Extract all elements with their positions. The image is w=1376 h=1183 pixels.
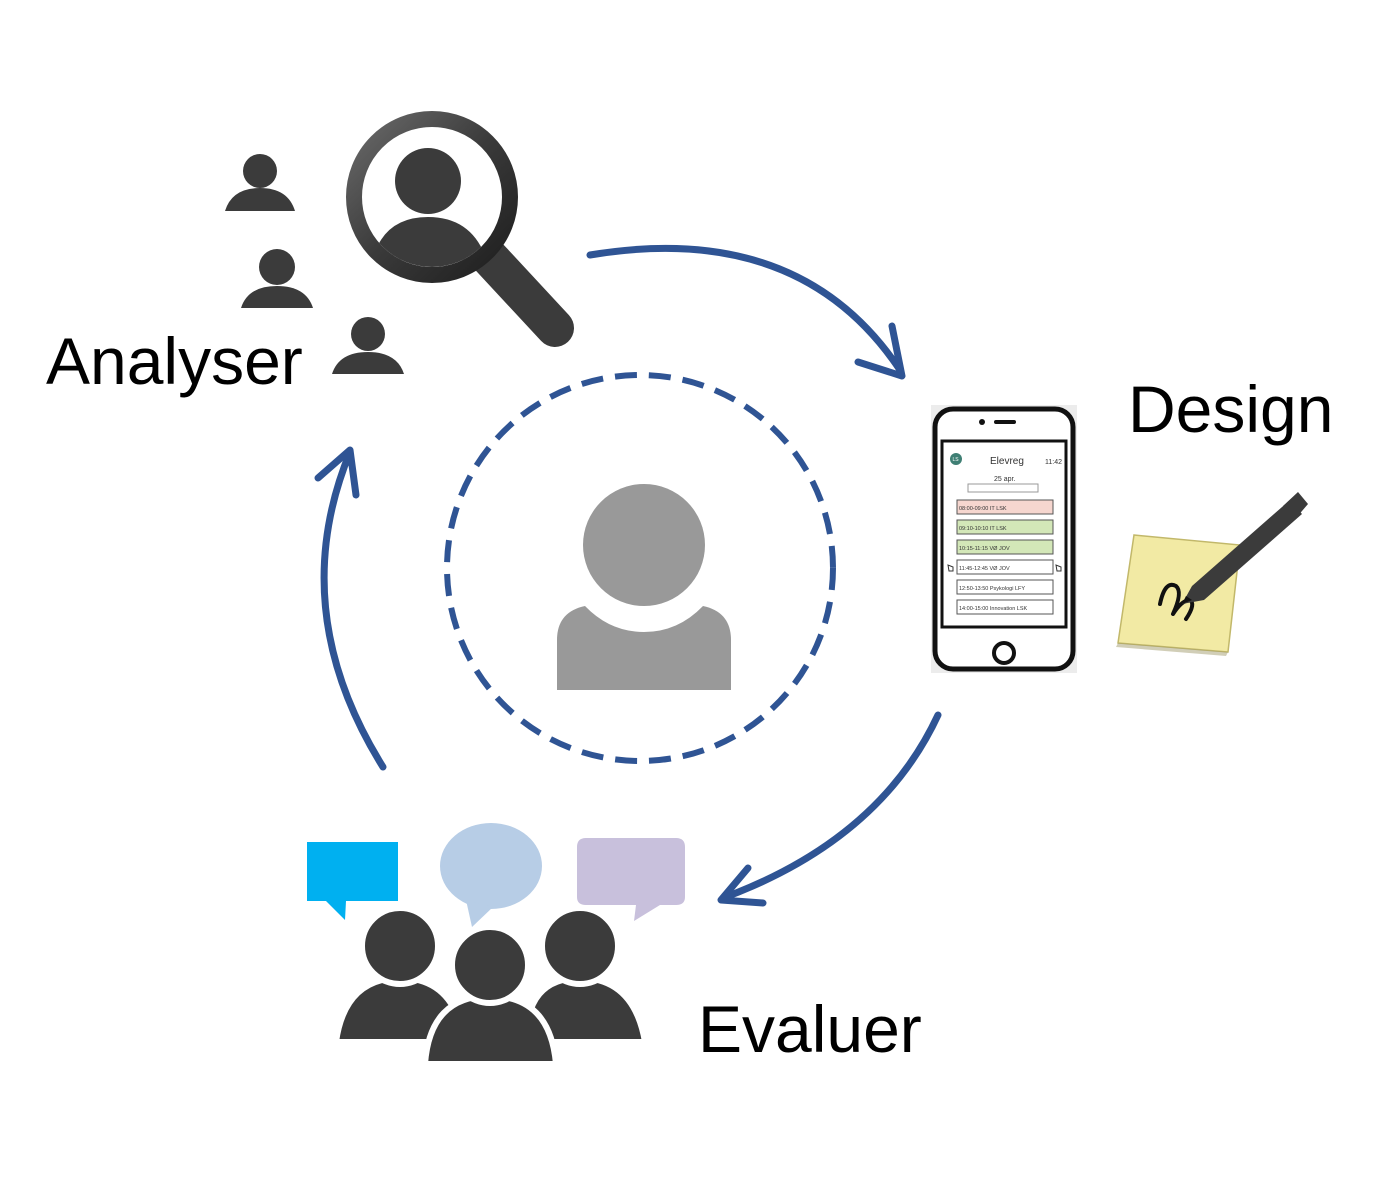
- hand-pointer-icon: [947, 564, 1062, 572]
- phone-date: 25 apr.: [994, 476, 1015, 483]
- central-user-group: [444, 372, 836, 764]
- arrow-evaluate-to-analyse: [314, 446, 387, 771]
- schedule-row: 09:10-10:10 IT LSK: [956, 519, 1054, 535]
- schedule-row-text: 11:45-12:45 VØ JOV: [959, 566, 1010, 572]
- schedule-row: 11:45-12:45 VØ JOV: [956, 559, 1054, 575]
- small-person-icon: [332, 317, 404, 374]
- design-stage: LS Elevreg 11:42 25 apr. 08:00-09:00 IT …: [931, 372, 1333, 673]
- sticky-note-pen-icon: [1116, 492, 1308, 656]
- analyse-stage: Analyser: [46, 111, 574, 398]
- schedule-row-box: [956, 499, 1054, 515]
- schedule-row-box: [956, 539, 1054, 555]
- magnifier-person-icon: [346, 111, 574, 347]
- phone-time: 11:42: [1045, 459, 1062, 466]
- arrow-design-to-evaluate: [717, 711, 942, 907]
- paper-prototype-phone: LS Elevreg 11:42 25 apr. 08:00-09:00 IT …: [931, 405, 1077, 673]
- stage-label-design: Design: [1128, 372, 1333, 446]
- person-icon: [522, 905, 649, 1045]
- small-person-icon: [241, 249, 313, 308]
- avatar-badge: LS: [953, 457, 960, 463]
- speech-bubble-icon: [577, 838, 685, 921]
- phone-app-title: Elevreg: [990, 456, 1024, 467]
- speech-bubble-icon: [440, 823, 542, 927]
- date-picker: [967, 483, 1039, 493]
- schedule-row-text: 14:00-15:00 Innovation LSK: [959, 606, 1028, 612]
- schedule-row-box: [956, 579, 1054, 595]
- person-icon: [421, 924, 560, 1067]
- schedule-row: 12:50-13:50 Psykologi LFY: [956, 579, 1054, 595]
- evaluate-stage: Evaluer: [307, 823, 922, 1067]
- schedule-row-box: [956, 519, 1054, 535]
- schedule-row-box: [956, 599, 1054, 615]
- speech-bubble-icon: [307, 842, 398, 920]
- schedule-row-text: 10:15-11:15 VØ JOV: [959, 546, 1010, 552]
- dashed-user-circle: [444, 372, 836, 764]
- schedule-row-text: 12:50-13:50 Psykologi LFY: [959, 586, 1025, 592]
- small-person-icon: [225, 154, 295, 211]
- schedule-row-text: 09:10-10:10 IT LSK: [959, 526, 1007, 532]
- group-people-icon: [332, 905, 649, 1067]
- schedule-row: 14:00-15:00 Innovation LSK: [956, 599, 1054, 615]
- schedule-row: 10:15-11:15 VØ JOV: [956, 539, 1054, 555]
- stage-label-evaluate: Evaluer: [698, 992, 922, 1066]
- stage-label-analyse: Analyser: [46, 324, 303, 398]
- schedule-row-text: 08:00-09:00 IT LSK: [959, 506, 1007, 512]
- cycle-arrows: [314, 244, 942, 907]
- schedule-list: 08:00-09:00 IT LSK 09:10-10:10 IT LSK 10:1…: [956, 499, 1054, 615]
- user-icon: [557, 484, 731, 690]
- schedule-row: 08:00-09:00 IT LSK: [956, 499, 1054, 515]
- avatar: [950, 453, 962, 465]
- schedule-row-box: [956, 559, 1054, 575]
- arrow-analyse-to-design: [586, 244, 906, 380]
